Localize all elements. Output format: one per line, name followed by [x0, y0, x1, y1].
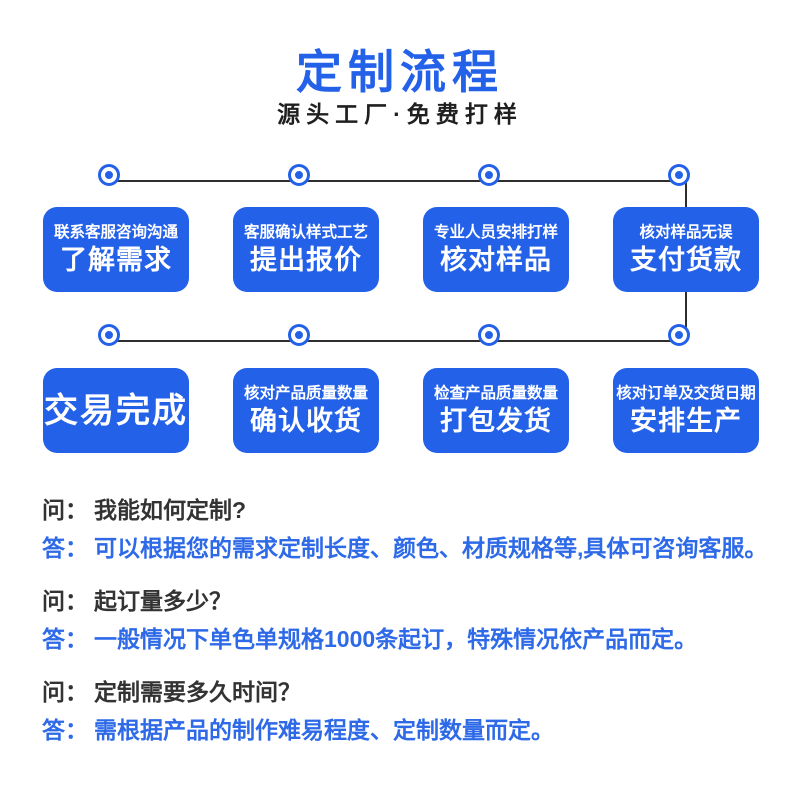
question-text: 起订量多少？: [94, 588, 232, 614]
faq-question-2: 问：起订量多少？: [42, 587, 782, 615]
flow-node-circle-r1c2: [291, 167, 307, 183]
step-main-label: 安排生产: [630, 406, 742, 437]
page-title: 定制流程: [296, 46, 504, 98]
step-main-label: 提出报价: [250, 245, 362, 276]
step-confirm-receipt: 核对产品质量数量 确认收货: [233, 368, 379, 453]
faq-answer-2: 答：一般情况下单色单规格1000条起订，特殊情况依产品而定。: [42, 625, 782, 653]
step-sub-label: 核对订单及交货日期: [616, 384, 756, 402]
page-subtitle: 源头工厂·免费打样: [277, 101, 523, 127]
step-pack-and-ship: 检查产品质量数量 打包发货: [423, 368, 569, 453]
faq-answer-1: 答：可以根据您的需求定制长度、颜色、材质规格等,具体可咨询客服。: [42, 534, 782, 562]
step-main-label: 打包发货: [440, 406, 552, 437]
question-prefix: 问：: [42, 588, 88, 614]
step-check-sample: 专业人员安排打样 核对样品: [423, 207, 569, 292]
question-text: 定制需要多久时间？: [94, 679, 301, 705]
flow-node-circle-r2c4: [671, 327, 687, 343]
step-sub-label: 客服确认样式工艺: [243, 223, 368, 241]
answer-text: 可以根据您的需求定制长度、颜色、材质规格等,具体可咨询客服。: [94, 535, 768, 561]
faq-question-1: 问：我能如何定制?: [42, 496, 782, 524]
step-sub-label: 联系客服咨询沟通: [53, 223, 178, 241]
answer-prefix: 答：: [42, 626, 88, 652]
answer-prefix: 答：: [42, 535, 88, 561]
flow-node-circle-r2c2: [291, 327, 307, 343]
question-prefix: 问：: [42, 497, 88, 523]
connector-line-row1: [116, 180, 686, 182]
step-sub-label: 检查产品质量数量: [433, 384, 558, 402]
step-sub-label: 核对样品无误: [639, 223, 733, 241]
step-main-label: 确认收货: [250, 406, 362, 437]
step-sub-label: 核对产品质量数量: [243, 384, 368, 402]
step-deal-complete: 交易完成: [43, 368, 189, 453]
step-sub-label: 专业人员安排打样: [433, 223, 558, 241]
flow-node-circle-r2c3: [481, 327, 497, 343]
answer-text: 需根据产品的制作难易程度、定制数量而定。: [94, 717, 554, 743]
flow-node-circle-r2c1: [101, 327, 117, 343]
step-understand-needs: 联系客服咨询沟通 了解需求: [43, 207, 189, 292]
step-main-label: 支付货款: [630, 245, 742, 276]
connector-line-row2: [116, 340, 686, 342]
step-provide-quote: 客服确认样式工艺 提出报价: [233, 207, 379, 292]
step-main-label: 核对样品: [440, 245, 552, 276]
step-schedule-production: 核对订单及交货日期 安排生产: [613, 368, 759, 453]
answer-prefix: 答：: [42, 717, 88, 743]
flow-node-circle-r1c4: [671, 167, 687, 183]
answer-text: 一般情况下单色单规格1000条起订，特殊情况依产品而定。: [94, 626, 698, 652]
flow-node-circle-r1c1: [101, 167, 117, 183]
step-main-label: 交易完成: [44, 391, 188, 430]
question-text: 我能如何定制?: [94, 497, 247, 523]
faq-section: 问：我能如何定制? 答：可以根据您的需求定制长度、颜色、材质规格等,具体可咨询客…: [42, 496, 782, 744]
flow-node-circle-r1c3: [481, 167, 497, 183]
step-pay-for-goods: 核对样品无误 支付货款: [613, 207, 759, 292]
faq-answer-3: 答：需根据产品的制作难易程度、定制数量而定。: [42, 716, 782, 744]
faq-question-3: 问：定制需要多久时间？: [42, 678, 782, 706]
step-main-label: 了解需求: [60, 245, 172, 276]
question-prefix: 问：: [42, 679, 88, 705]
